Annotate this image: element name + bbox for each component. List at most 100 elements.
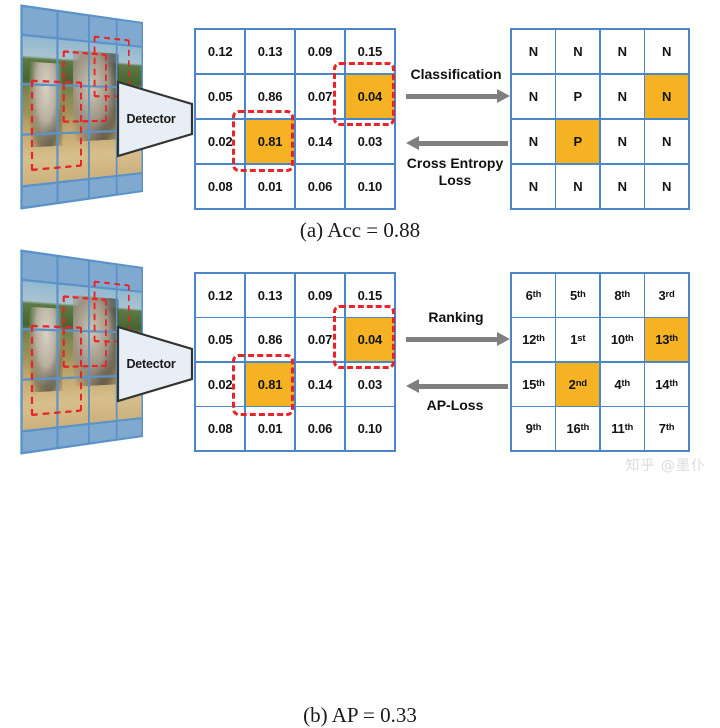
- rank-number: 11: [611, 421, 625, 437]
- score-cell: 0.10: [345, 164, 394, 208]
- forward-arrow-label-b: Ranking: [428, 309, 484, 325]
- rank-suffix: th: [665, 422, 675, 434]
- detector-block-b: Detector: [114, 323, 196, 405]
- detector-label: Detector: [126, 357, 176, 371]
- rank-number: 4: [614, 376, 622, 392]
- label-cell: P: [556, 74, 600, 119]
- score-cell: 0.03: [345, 362, 394, 406]
- backward-arrow-label-b: AP-Loss: [426, 397, 484, 413]
- rank-number: 9: [525, 421, 533, 437]
- rank-number: 3: [658, 287, 666, 303]
- score-cell: 0.06: [295, 164, 345, 208]
- rank-suffix: th: [577, 288, 586, 300]
- label-cell: N: [600, 30, 644, 74]
- label-cell: N: [645, 30, 688, 74]
- rank-suffix: th: [621, 288, 630, 300]
- backward-arrow-label-a: Cross Entropy Loss: [406, 155, 504, 188]
- score-cell: 0.04: [345, 74, 394, 119]
- forward-arrow-b: [406, 332, 510, 346]
- score-cell: 0.15: [345, 30, 394, 74]
- label-cell: N: [600, 119, 644, 164]
- score-cell: 0.81: [245, 362, 295, 406]
- detector-shape: [116, 325, 194, 403]
- label-cell: N: [512, 74, 555, 119]
- score-cell: 0.08: [196, 164, 245, 208]
- rank-number: 14: [655, 376, 670, 392]
- rank-suffix: nd: [575, 377, 587, 389]
- rank-suffix: rd: [665, 288, 675, 300]
- caption-a: (a) Acc = 0.88: [299, 218, 421, 242]
- score-cell: 0.10: [345, 407, 394, 450]
- watermark: 知乎 @墨仆: [625, 458, 706, 474]
- forward-arrow-label-a: Classification: [410, 66, 502, 82]
- label-cell: N: [645, 74, 688, 119]
- rank-suffix: th: [669, 333, 678, 345]
- rank-number: 5: [569, 287, 578, 303]
- selection-box: [232, 354, 294, 416]
- rank-number: 12: [522, 332, 537, 348]
- selection-box: [333, 305, 395, 369]
- score-cell: 0.02: [196, 119, 245, 164]
- score-cell: 0.14: [295, 119, 345, 164]
- rank-suffix: th: [532, 288, 542, 300]
- score-cell: 0.13: [245, 274, 295, 317]
- rank-number: 10: [610, 332, 625, 348]
- label-cell: P: [556, 119, 600, 164]
- rank-number: 7: [658, 421, 666, 437]
- selection-box: [232, 110, 294, 172]
- label-cell: N: [556, 164, 600, 208]
- detector-shape: [116, 80, 194, 158]
- rank-suffix: th: [536, 377, 545, 389]
- rank-suffix: th: [669, 377, 678, 389]
- label-cell: N: [645, 164, 688, 208]
- label-cell: N: [600, 74, 644, 119]
- rank-suffix: th: [624, 333, 634, 345]
- score-cell: 0.15: [345, 274, 394, 317]
- score-cell: 0.07: [295, 74, 345, 119]
- rank-number: 16: [566, 421, 581, 437]
- selection-box: [333, 62, 395, 126]
- score-cell: 0.13: [245, 30, 295, 74]
- rank-number: 1: [570, 332, 578, 348]
- label-cell: N: [556, 30, 600, 74]
- detector-block-a: Detector: [114, 78, 196, 160]
- label-cell: N: [512, 119, 555, 164]
- score-cell: 0.07: [295, 318, 345, 362]
- detector-label: Detector: [126, 112, 176, 126]
- label-cell: N: [645, 119, 688, 164]
- label-cell: N: [512, 30, 555, 74]
- caption-b: (b) AP = 0.33: [303, 703, 417, 727]
- rank-number: 6: [525, 287, 533, 303]
- score-cell: 0.04: [345, 318, 394, 362]
- rank-number: 15: [522, 376, 537, 392]
- score-cell: 0.12: [196, 274, 245, 317]
- rank-suffix: th: [536, 333, 545, 345]
- rank-number: 13: [655, 332, 670, 348]
- forward-arrow-a: [406, 89, 510, 103]
- label-cell: N: [512, 164, 555, 208]
- score-cell: 0.03: [345, 119, 394, 164]
- backward-arrow-a: [406, 136, 508, 150]
- backward-arrow-b: [406, 379, 508, 393]
- label-cell: N: [600, 164, 644, 208]
